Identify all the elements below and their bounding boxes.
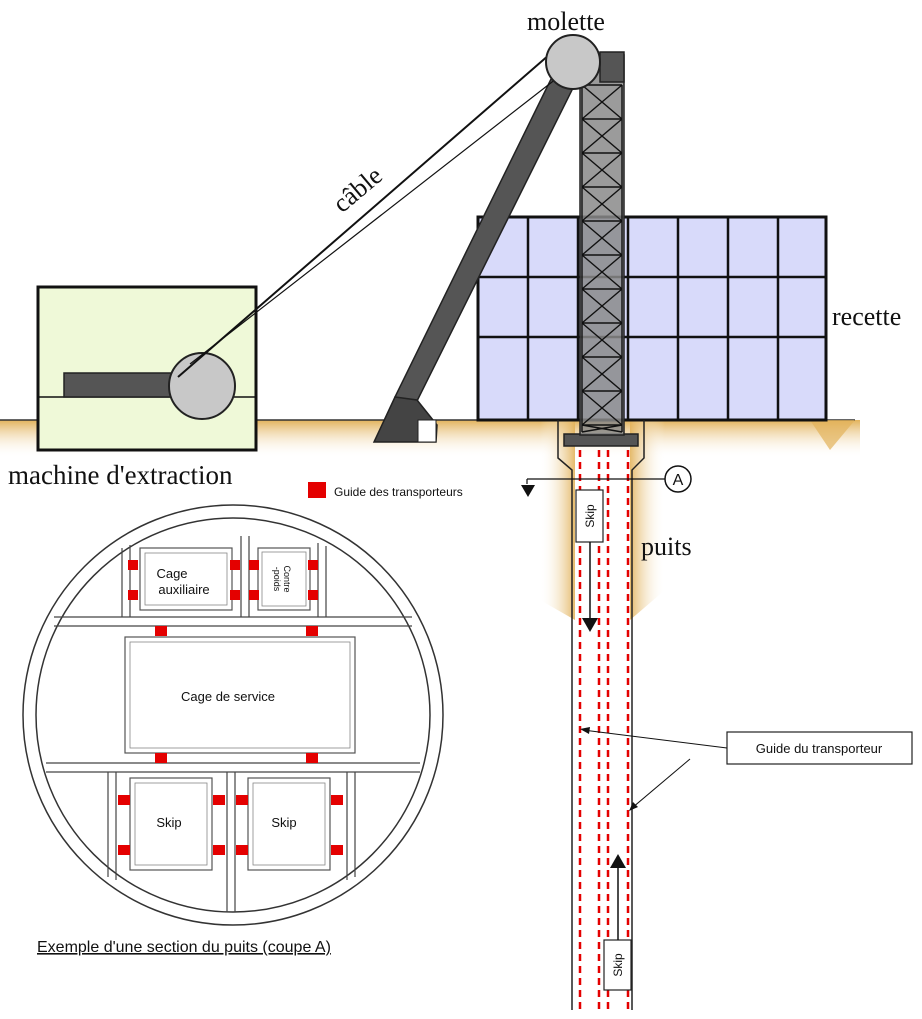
skip-bottom-label: Skip xyxy=(611,953,625,977)
recette-label: recette xyxy=(832,302,901,331)
skip-top: Skip xyxy=(575,489,604,632)
hoist-cable-return xyxy=(189,74,562,365)
molette-label: molette xyxy=(527,7,605,36)
section-skip-left-label: Skip xyxy=(156,815,181,830)
skip-bottom: Skip xyxy=(603,854,632,991)
headframe-strut xyxy=(372,73,573,443)
section-a-label: A xyxy=(673,472,684,489)
legend: Guide des transporteurs xyxy=(308,482,463,499)
section-a-marker: A xyxy=(521,465,692,497)
cable-label: câble xyxy=(327,161,388,218)
legend-label: Guide des transporteurs xyxy=(334,485,463,499)
cage-de-service-label: Cage de service xyxy=(181,689,275,704)
shaft-section-view: Cage auxiliaire Contre -poids Cage de se… xyxy=(22,504,444,926)
shaft-guides xyxy=(578,450,630,1010)
section-skip-right xyxy=(247,777,331,871)
machine-label: machine d'extraction xyxy=(8,460,233,490)
extraction-machine-building xyxy=(36,285,258,452)
cage-de-service xyxy=(124,636,356,754)
section-skip-left xyxy=(129,777,213,871)
guide-transporteur-callout: Guide du transporteur xyxy=(580,727,913,811)
guide-transporteur-label: Guide du transporteur xyxy=(756,741,883,756)
section-skip-right-label: Skip xyxy=(271,815,296,830)
contrepoids xyxy=(257,547,311,611)
cage-auxiliaire-label-2: auxiliaire xyxy=(158,582,209,597)
legend-swatch xyxy=(308,482,326,498)
cage-auxiliaire-label-1: Cage xyxy=(156,566,187,581)
recette-building xyxy=(476,215,828,422)
cage-auxiliaire xyxy=(139,547,233,611)
contrepoids-label-1: Contre xyxy=(282,565,292,592)
winding-drum-icon xyxy=(168,352,236,420)
molette-wheel-icon xyxy=(545,34,601,90)
hoist-cable xyxy=(177,47,558,378)
headframe-tower xyxy=(579,51,625,436)
section-caption: Exemple d'une section du puits (coupe A) xyxy=(37,939,331,956)
puits-label: puits xyxy=(641,532,692,561)
skip-top-label: Skip xyxy=(583,504,597,528)
contrepoids-label-2: -poids xyxy=(272,567,282,592)
